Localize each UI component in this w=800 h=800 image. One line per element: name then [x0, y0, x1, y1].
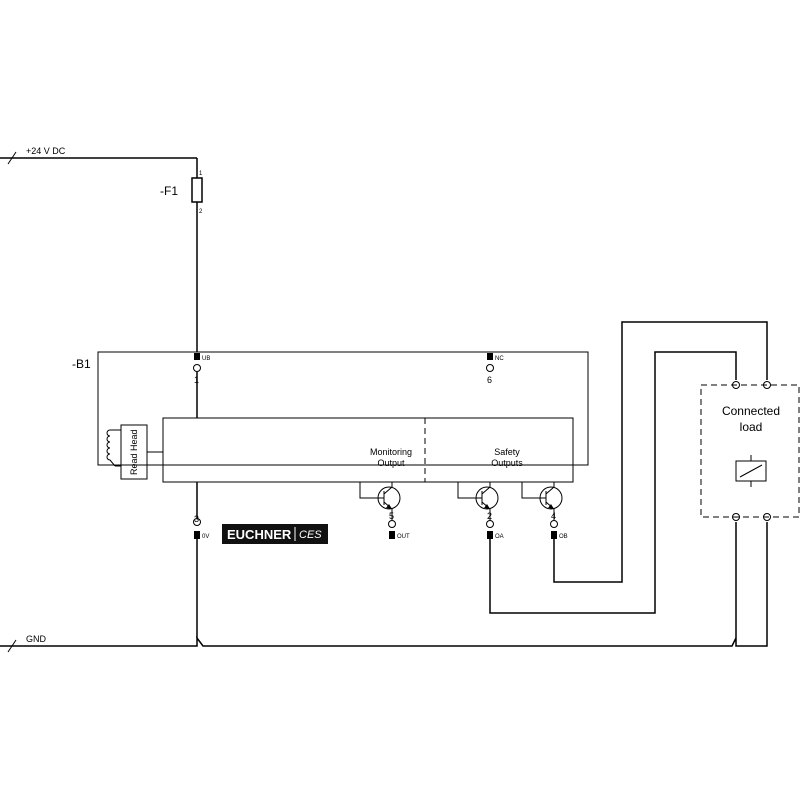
device-ref: -B1: [72, 357, 91, 371]
supply-rail-label: +24 V DC: [26, 146, 66, 156]
terminal-ub-number: 1: [194, 375, 199, 385]
load-label-1: Connected: [722, 404, 780, 418]
transistor-ob: [521, 482, 563, 520]
terminal-ob-name: OB: [559, 534, 568, 540]
terminal-oa-name: OA: [495, 534, 504, 540]
read-head: [106, 424, 163, 480]
terminal-0v-name: 0V: [202, 534, 209, 540]
safety-label-2: Outputs: [491, 458, 523, 468]
ground-rail-label: GND: [26, 634, 47, 644]
wire-ob-to-load: [553, 321, 768, 583]
terminal-out-name: OUT: [397, 534, 410, 540]
ground-rail: [0, 522, 768, 653]
terminal-0v: [193, 518, 201, 539]
read-head-label: Read Head: [129, 429, 139, 475]
terminal-out-number: 5: [389, 511, 394, 521]
wire-oa-to-load: [489, 351, 737, 614]
supply-rail: [0, 151, 198, 178]
fuse-f1: [191, 177, 203, 352]
terminal-0v-number: 3: [194, 514, 199, 524]
terminal-nc-name: NC: [495, 356, 504, 362]
terminal-ub-name: UB: [202, 356, 210, 362]
terminal-out: [388, 520, 396, 539]
transistor-out: [359, 482, 401, 520]
load-terminal-top-right: [763, 381, 771, 389]
logo-brand: EUCHNER: [227, 527, 292, 542]
logo-product: CES: [299, 529, 322, 541]
transistor-oa: [457, 482, 499, 520]
connected-load-box: [700, 384, 800, 518]
fuse-ref: -F1: [160, 184, 178, 198]
terminal-nc-number: 6: [487, 375, 492, 385]
fuse-pin-1: 1: [199, 171, 203, 177]
terminal-ob-number: 4: [551, 511, 556, 521]
monitoring-label-2: Output: [377, 458, 405, 468]
electronics-block: [162, 417, 574, 483]
safety-label-1: Safety: [494, 447, 520, 457]
terminal-oa: [486, 520, 494, 539]
terminal-ob: [550, 520, 558, 539]
device-b1-housing: [97, 351, 589, 466]
load-terminal-bottom-left: [732, 513, 740, 521]
relay-coil-icon: [735, 455, 767, 487]
load-terminal-bottom-right: [763, 513, 771, 521]
fuse-pin-2: 2: [199, 209, 203, 215]
terminal-nc: [486, 353, 494, 372]
load-label-2: load: [740, 420, 763, 434]
load-terminal-top-left: [732, 381, 740, 389]
euchner-ces-logo: EUCHNER CES: [222, 524, 328, 544]
terminal-ub: [193, 353, 201, 418]
terminal-oa-number: 2: [487, 511, 492, 521]
monitoring-label-1: Monitoring: [370, 447, 412, 457]
